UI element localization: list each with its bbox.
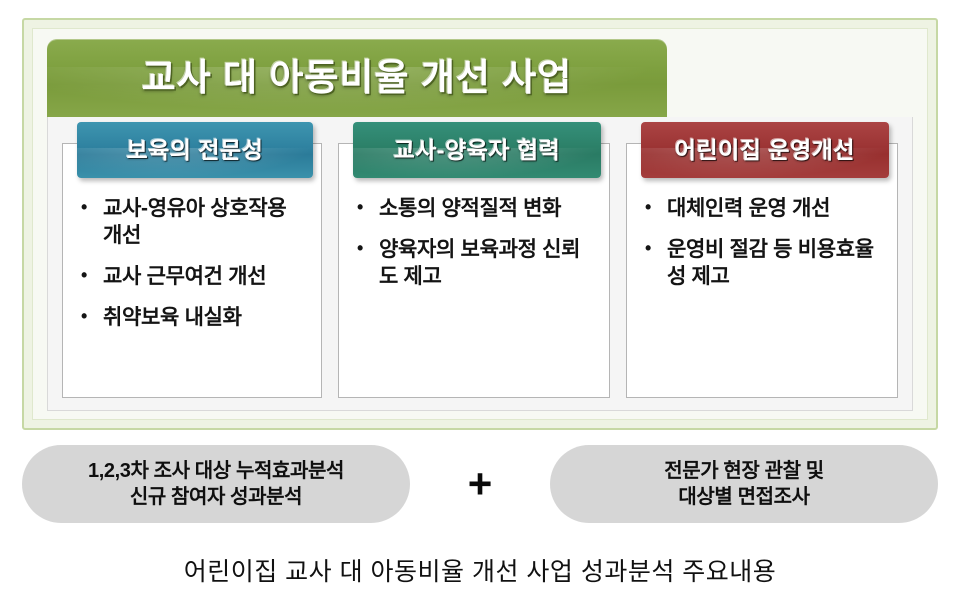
column-header-label-2: 교사-양육자 협력: [393, 137, 561, 163]
content-panel: 보육의 전문성 교사-영유아 상호작용 개선 교사 근무여건 개선 취약보육 내…: [47, 117, 913, 411]
column-header-badge-3: 어린이집 운영개선: [640, 122, 889, 178]
methods-row: 1,2,3차 조사 대상 누적효과분석 신규 참여자 성과분석 + 전문가 현장…: [22, 443, 938, 525]
diagram-frame-inner: 교사 대 아동비율 개선 사업 보육의 전문성 교사-영유아 상호작용 개선 교…: [32, 28, 928, 420]
plus-operator-icon: +: [467, 460, 493, 507]
method-pill-right-line1: 전문가 현장 관찰 및: [664, 460, 824, 482]
column-gyosa-yangyukja-hyeomnyeok: 교사-양육자 협력 소통의 양적질적 변화 양육자의 보육과정 신뢰도 제고: [337, 122, 610, 398]
list-item: 취약보육 내실화: [77, 304, 311, 332]
method-pill-right-line2: 대상별 면접조사: [678, 486, 810, 508]
list-item: 소통의 양적질적 변화: [353, 195, 599, 223]
figure-caption: 어린이집 교사 대 아동비율 개선 사업 성과분석 주요내용: [183, 558, 777, 586]
column-eorinijip-unyeonggaeseon: 어린이집 운영개선 대체인력 운영 개선 운영비 절감 등 비용효율성 제고: [625, 122, 898, 398]
column-header-badge-2: 교사-양육자 협력: [352, 122, 601, 178]
list-item: 양육자의 보육과정 신뢰도 제고: [353, 236, 599, 291]
column-header-badge-1: 보육의 전문성: [77, 122, 313, 178]
column-header-label-3: 어린이집 운영개선: [674, 137, 856, 163]
method-pill-left-line2: 신규 참여자 성과분석: [129, 486, 303, 508]
method-pill-left: 1,2,3차 조사 대상 누적효과분석 신규 참여자 성과분석: [22, 445, 410, 523]
list-item: 교사-영유아 상호작용 개선: [77, 195, 311, 250]
column-boyugui-jeonmunseong: 보육의 전문성 교사-영유아 상호작용 개선 교사 근무여건 개선 취약보육 내…: [62, 122, 322, 398]
bullet-list-2: 소통의 양적질적 변화 양육자의 보육과정 신뢰도 제고: [347, 195, 601, 291]
bullet-list-1: 교사-영유아 상호작용 개선 교사 근무여건 개선 취약보육 내실화: [71, 195, 313, 332]
diagram-title: 교사 대 아동비율 개선 사업: [141, 57, 573, 98]
bullet-list-3: 대체인력 운영 개선 운영비 절감 등 비용효율성 제고: [635, 195, 889, 291]
method-pill-left-text: 1,2,3차 조사 대상 누적효과분석 신규 참여자 성과분석: [74, 458, 358, 510]
list-item: 대체인력 운영 개선: [641, 195, 887, 223]
method-pill-right-text: 전문가 현장 관찰 및 대상별 면접조사: [650, 458, 837, 510]
list-item: 교사 근무여건 개선: [77, 263, 311, 291]
list-item: 운영비 절감 등 비용효율성 제고: [641, 236, 887, 291]
columns-container: 보육의 전문성 교사-영유아 상호작용 개선 교사 근무여건 개선 취약보육 내…: [62, 122, 898, 398]
method-pill-right: 전문가 현장 관찰 및 대상별 면접조사: [550, 445, 938, 523]
title-banner: 교사 대 아동비율 개선 사업: [47, 39, 667, 117]
method-pill-left-line1: 1,2,3차 조사 대상 누적효과분석: [88, 460, 344, 482]
diagram-frame: 교사 대 아동비율 개선 사업 보육의 전문성 교사-영유아 상호작용 개선 교…: [22, 18, 938, 430]
column-header-label-1: 보육의 전문성: [126, 137, 264, 163]
